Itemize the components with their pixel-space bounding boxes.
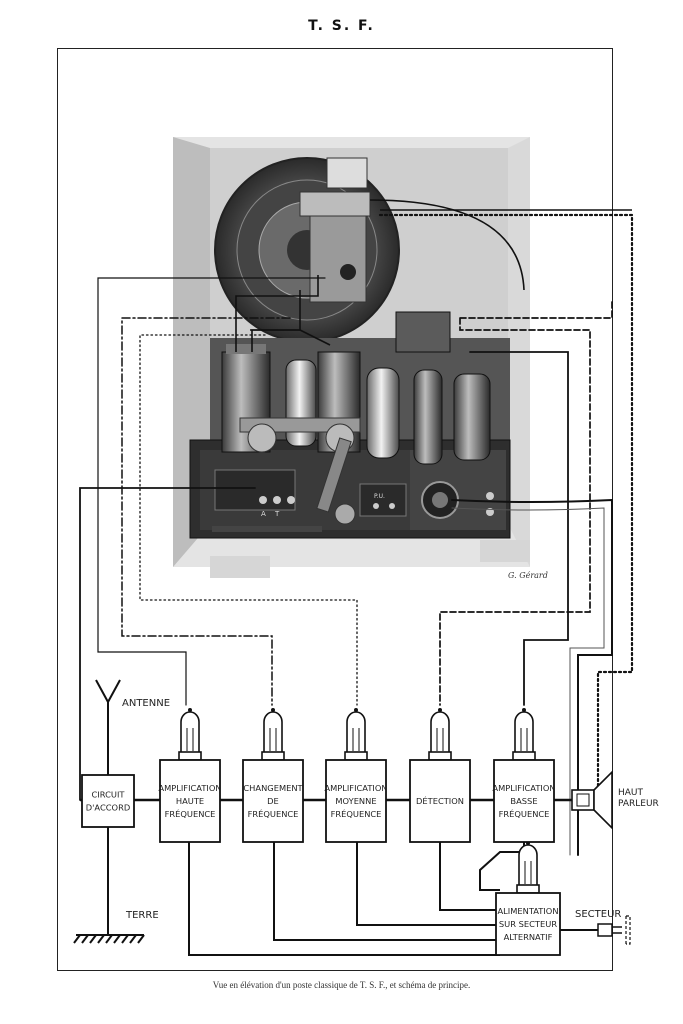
- block-bf: AMPLIFICATION BASSE FRÉQUENCE: [492, 759, 556, 843]
- block-det: DÉTECTION: [409, 759, 471, 843]
- line-det: [439, 301, 613, 706]
- power-return-wires: [188, 842, 525, 956]
- chassis-mark-pu: P.U.: [374, 493, 385, 500]
- block-hf-label-0: AMPLIFICATION: [158, 783, 221, 793]
- connection-lines: [79, 213, 634, 856]
- block-alim: ALIMENTATION SUR SECTEUR ALTERNATIF: [495, 892, 561, 956]
- radio-illustration: A T P.U.: [173, 137, 632, 580]
- block-circuit-box: [81, 774, 135, 828]
- block-bf-label-1: BASSE: [510, 796, 537, 806]
- block-diagram: ANTENNE TERRE CIRCUIT D'ACCORD AMPLIFICATI…: [73, 679, 659, 956]
- block-bf-label-0: AMPLIFICATION: [492, 783, 555, 793]
- haut-parleur-label-2: PARLEUR: [618, 799, 659, 809]
- mains-plug: [560, 915, 631, 945]
- tube-alim-icon: [516, 841, 540, 894]
- line-secteur: [451, 498, 613, 856]
- block-cf-label-1: DE: [267, 796, 279, 806]
- block-circuit-label-0: CIRCUIT: [92, 790, 126, 800]
- block-mf-label-1: MOYENNE: [335, 796, 376, 806]
- block-hf-box: [159, 759, 221, 843]
- tube-cf-icon: [261, 708, 285, 761]
- antenne-label: ANTENNE: [122, 698, 170, 709]
- block-mf-box: [325, 759, 387, 843]
- tubes-and-cans: [221, 311, 491, 513]
- block-alim-label-0: ALIMENTATION: [497, 906, 558, 916]
- block-mf-label-0: AMPLIFICATION: [324, 783, 387, 793]
- block-mf-label-2: FRÉQUENCE: [331, 808, 382, 819]
- ground-symbol: [73, 934, 145, 944]
- tube-symbols: [178, 708, 540, 894]
- block-cf-label-2: FRÉQUENCE: [248, 808, 299, 819]
- tube-det-icon: [428, 708, 452, 761]
- diagram-blocks: CIRCUIT D'ACCORD AMPLIFICATION HAUTE FRÉQUEN…: [81, 759, 561, 956]
- block-alim-label-2: ALTERNATIF: [504, 932, 553, 942]
- block-hf: AMPLIFICATION HAUTE FRÉQUENCE: [158, 759, 222, 843]
- page-title: T. S. F.: [308, 18, 375, 34]
- illustration-wires: [235, 199, 632, 352]
- block-alim-box: [495, 892, 561, 956]
- tube-bf-icon: [512, 708, 536, 761]
- tube-hf-icon: [178, 708, 202, 761]
- line-bf: [469, 351, 569, 706]
- chassis-mark-a: A: [261, 510, 266, 518]
- block-bf-box: [493, 759, 555, 843]
- chassis-mark-t: T: [274, 510, 280, 518]
- block-alim-label-1: SUR SECTEUR: [499, 919, 557, 929]
- block-hf-label-1: HAUTE: [176, 796, 204, 806]
- figure-caption: Vue en élévation d'un poste classique de…: [212, 980, 471, 990]
- block-circuit: CIRCUIT D'ACCORD: [81, 774, 135, 828]
- haut-parleur-label-1: HAUT: [618, 788, 644, 798]
- terre-label: TERRE: [125, 910, 159, 921]
- block-det-box: [409, 759, 471, 843]
- speaker-symbol: [571, 770, 613, 830]
- block-cf-box: [242, 759, 304, 843]
- line-secteur-b: [451, 507, 605, 856]
- secteur-label: SECTEUR: [575, 909, 621, 920]
- artist-signature: G. Gérard: [508, 571, 548, 580]
- line-circuit: [79, 487, 256, 801]
- block-cf: CHANGEMENT DE FRÉQUENCE: [242, 759, 304, 843]
- block-circuit-label-1: D'ACCORD: [86, 803, 130, 813]
- block-det-label-0: DÉTECTION: [416, 795, 464, 806]
- line-hf: [97, 277, 326, 706]
- block-bf-label-2: FRÉQUENCE: [499, 808, 550, 819]
- block-mf: AMPLIFICATION MOYENNE FRÉQUENCE: [324, 759, 388, 843]
- loudspeaker: [214, 157, 400, 343]
- tube-mf-icon: [344, 708, 368, 761]
- line-hp: [378, 213, 634, 794]
- block-hf-label-2: FRÉQUENCE: [165, 808, 216, 819]
- block-cf-label-0: CHANGEMENT: [243, 783, 303, 793]
- line-cf: [121, 317, 291, 706]
